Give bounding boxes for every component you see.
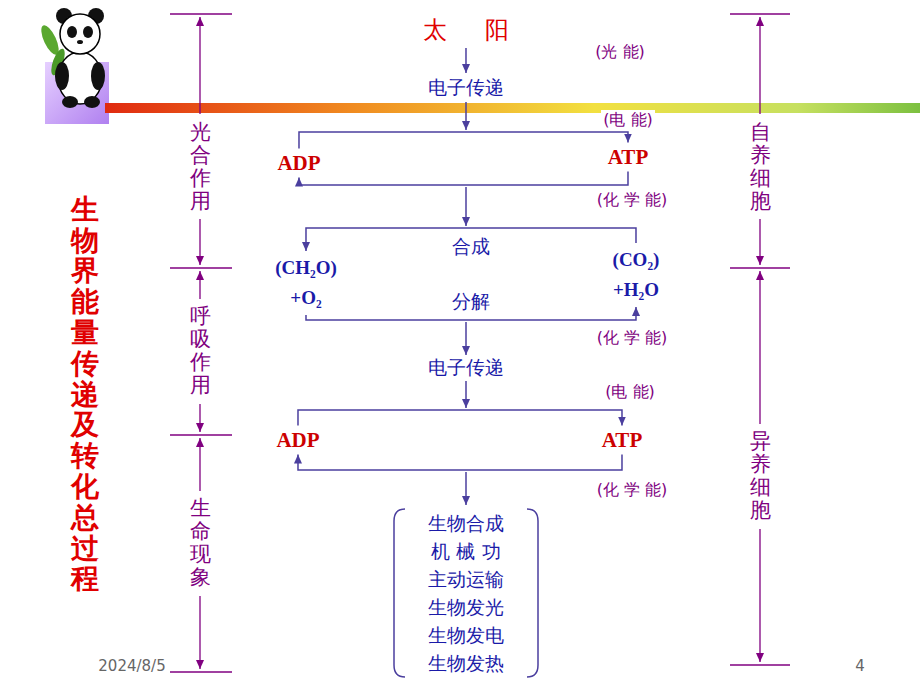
panda-foot <box>62 96 78 108</box>
right-bracket <box>527 509 538 677</box>
flow-connector <box>465 48 467 73</box>
energy-form: (化 学 能) <box>595 328 670 349</box>
node-text: 主动运输 <box>391 565 541 593</box>
energy-form: (化 学 能) <box>595 480 670 501</box>
page-number: 4 <box>855 657 865 675</box>
span-arrow <box>759 271 760 424</box>
flow-arrow <box>465 322 467 355</box>
stage-name: 呼吸作用 <box>190 305 211 397</box>
bracket-tick <box>730 664 790 665</box>
bracket-tick <box>730 13 790 14</box>
molecule-term: ADP <box>273 426 322 455</box>
energy-form: (光 能) <box>593 42 647 63</box>
flow-arrow <box>465 102 467 130</box>
node-text: ATP <box>608 145 648 170</box>
node-text: 生物合成 <box>391 509 541 537</box>
cell-type: 自养细胞 <box>750 121 771 213</box>
flow-connector <box>298 455 622 471</box>
node-text: (CH₂O) +O₂ <box>275 253 337 313</box>
node-text: 机 械 功 <box>391 537 541 565</box>
node-text: ATP <box>602 428 642 453</box>
source-term: 太阳 <box>381 12 550 48</box>
flow-arrow <box>465 381 467 408</box>
bracket-tick <box>170 267 232 268</box>
span-arrow <box>199 596 200 669</box>
process-term: 电子传递 <box>425 353 507 383</box>
span-arrow <box>759 529 760 662</box>
node-text: 生物发热 <box>391 649 541 677</box>
slide-title: 生物界能量传递及转化总过程 <box>71 195 99 595</box>
stage-name: 生命现象 <box>190 497 211 589</box>
molecule-term: ATP <box>599 426 645 455</box>
span-arrow <box>759 17 760 114</box>
cell-type: 异养细胞 <box>750 430 771 522</box>
flow-connector <box>298 410 622 426</box>
flow-arrow <box>465 472 467 505</box>
node-text: 生物发光 <box>391 593 541 621</box>
life-activity-group: 生物合成机 械 功主动运输生物发光生物发电生物发热 <box>391 507 541 679</box>
slide-date: 2024/8/5 <box>98 657 165 675</box>
panda-arm <box>55 62 69 90</box>
flow-arrow <box>465 187 467 226</box>
span-arrow <box>759 219 760 265</box>
flow-connector <box>299 132 628 149</box>
flow-connector <box>299 172 628 186</box>
panda-foot <box>84 96 100 108</box>
span-arrow <box>199 271 200 299</box>
energy-form: (电 能) <box>601 110 655 131</box>
energy-form: (电 能) <box>603 382 657 403</box>
panda-nose <box>77 40 83 44</box>
node-text: 电子传递 <box>428 75 504 101</box>
span-arrow <box>199 17 200 114</box>
molecule-term: ADP <box>274 149 323 178</box>
node-text: ADP <box>277 151 320 176</box>
panda-eye <box>67 26 77 38</box>
left-bracket <box>394 509 405 677</box>
bracket-tick <box>170 13 232 14</box>
node-text: 生物发电 <box>391 621 541 649</box>
stage-name: 光合作用 <box>190 121 211 213</box>
panda-eye <box>83 26 93 38</box>
node-text: ADP <box>276 428 319 453</box>
span-arrow <box>199 219 200 265</box>
edge-label: 合成 <box>449 234 493 260</box>
node-text: 电子传递 <box>428 355 504 381</box>
molecule-term: ATP <box>605 143 651 172</box>
span-arrow <box>199 404 200 432</box>
panda-arm <box>91 62 105 90</box>
compound-term: (CH₂O) +O₂ <box>272 251 340 315</box>
node-text: 太阳 <box>384 14 547 46</box>
compound-term: (CO₂) +H₂O <box>610 243 663 307</box>
header-band <box>105 103 920 113</box>
bracket-tick <box>170 671 232 672</box>
panda-head <box>60 14 100 54</box>
bracket-tick <box>730 267 790 268</box>
bracket-tick <box>170 434 232 435</box>
edge-label: 分解 <box>449 289 493 315</box>
span-arrow <box>199 438 200 491</box>
process-term: 电子传递 <box>425 73 507 103</box>
energy-form: (化 学 能) <box>595 190 670 211</box>
node-text: (CO₂) +H₂O <box>613 245 660 305</box>
